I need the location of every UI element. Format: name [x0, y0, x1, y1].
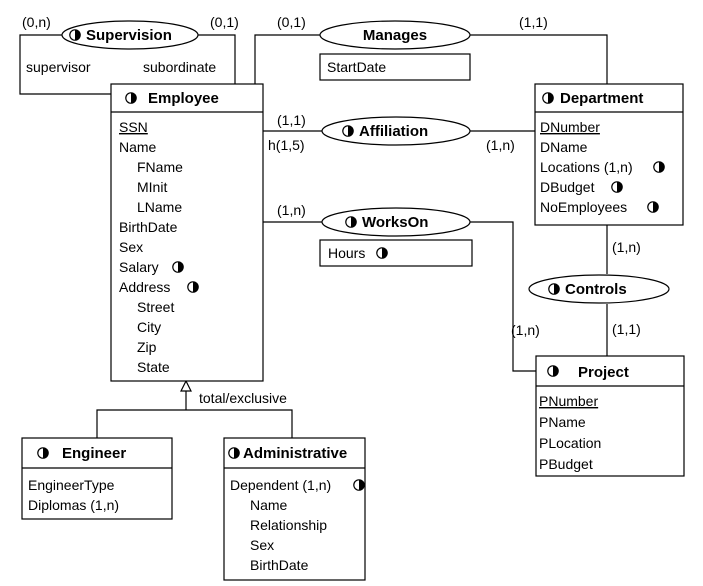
administrative-attr-birthdate: BirthDate [250, 557, 309, 573]
card-workson-employee: (1,n) [277, 202, 306, 218]
manages-link-department [470, 34, 608, 84]
employee-attr-zip: Zip [137, 339, 157, 355]
supervision-relationship[interactable]: Supervision [61, 20, 199, 50]
half-circle-temporal-icon [547, 365, 559, 377]
card-supervision-right: (0,1) [210, 14, 239, 30]
department-attr-dbudget: DBudget [540, 179, 595, 195]
project-attr-pname: PName [539, 414, 586, 430]
employee-entity[interactable]: Employee SSN Name FName MInit LName Birt… [110, 83, 264, 382]
card-controls-project: (1,1) [612, 321, 641, 337]
project-attr-pbudget: PBudget [539, 456, 593, 472]
half-circle-temporal-icon [548, 283, 560, 295]
generalization-label: total/exclusive [199, 390, 287, 406]
half-circle-temporal-icon [172, 261, 184, 273]
administrative-attr-relationship: Relationship [250, 517, 327, 533]
card-affiliation-employee-h: h(1,5) [268, 137, 305, 153]
employee-attr-sex: Sex [119, 239, 143, 255]
half-circle-temporal-icon [69, 29, 81, 41]
workson-link-project [470, 221, 536, 372]
startdate-attribute: StartDate [327, 59, 386, 75]
half-circle-temporal-icon [342, 125, 354, 137]
workson-attribute-box[interactable]: Hours [319, 239, 473, 267]
affiliation-label: Affiliation [359, 123, 428, 140]
half-circle-temporal-icon [542, 92, 554, 104]
employee-title: Employee [148, 90, 219, 107]
employee-attr-salary: Salary [119, 259, 159, 275]
card-workson-project: (1,n) [511, 322, 540, 338]
workson-relationship[interactable]: WorksOn [321, 207, 471, 237]
workson-label: WorksOn [362, 214, 428, 231]
half-circle-temporal-icon [653, 161, 665, 173]
employee-attr-city: City [137, 319, 161, 335]
manages-label: Manages [363, 27, 427, 44]
administrative-title: Administrative [243, 445, 347, 462]
half-circle-temporal-icon [647, 201, 659, 213]
department-attr-dname: DName [540, 139, 588, 155]
card-manages-employee: (0,1) [277, 14, 306, 30]
department-entity[interactable]: Department DNumber DName Locations (1,n)… [534, 83, 684, 226]
supervision-link-supervisor [19, 34, 111, 95]
project-title: Project [578, 364, 629, 381]
employee-attr-fname: FName [137, 159, 183, 175]
project-attr-plocation: PLocation [539, 435, 601, 451]
administrative-attr-sex: Sex [250, 537, 274, 553]
department-attr-dnumber: DNumber [540, 119, 600, 135]
half-circle-temporal-icon [187, 281, 199, 293]
controls-relationship[interactable]: Controls [528, 274, 670, 304]
card-controls-department: (1,n) [612, 239, 641, 255]
card-affiliation-department: (1,n) [486, 137, 515, 153]
engineer-entity[interactable]: Engineer EngineerType Diplomas (1,n) [21, 437, 173, 520]
employee-attr-ssn: SSN [119, 119, 148, 135]
employee-attr-birthdate: BirthDate [119, 219, 178, 235]
manages-relationship[interactable]: Manages [319, 20, 471, 50]
administrative-attr-dependent: Dependent (1,n) [230, 477, 331, 493]
half-circle-temporal-icon [376, 247, 388, 259]
half-circle-temporal-icon [125, 92, 137, 104]
generalization-arrow [180, 379, 192, 392]
employee-attr-state: State [137, 359, 170, 375]
engineer-attr-diplomas: Diplomas (1,n) [28, 497, 119, 513]
controls-label: Controls [565, 281, 627, 298]
hours-attribute: Hours [328, 245, 365, 261]
half-circle-temporal-icon [353, 479, 365, 491]
half-circle-temporal-icon [345, 216, 357, 228]
card-affiliation-employee: (1,1) [277, 112, 306, 128]
employee-attr-lname: LName [137, 199, 182, 215]
role-supervisor: supervisor [26, 59, 91, 75]
employee-attr-minit: MInit [137, 179, 167, 195]
department-title: Department [560, 90, 643, 107]
employee-attr-street: Street [137, 299, 174, 315]
department-attr-locations: Locations (1,n) [540, 159, 633, 175]
manages-link-employee [254, 34, 320, 84]
employee-attr-address: Address [119, 279, 170, 295]
engineer-attr-engineertype: EngineerType [28, 477, 115, 493]
half-circle-temporal-icon [611, 181, 623, 193]
engineer-title: Engineer [62, 445, 126, 462]
administrative-entity[interactable]: Administrative Dependent (1,n) Name Rela… [223, 437, 366, 581]
supervision-label: Supervision [86, 27, 172, 44]
half-circle-temporal-icon [228, 447, 240, 459]
project-attr-pnumber: PNumber [539, 393, 598, 409]
employee-attr-name: Name [119, 139, 157, 155]
department-attr-noemployees: NoEmployees [540, 199, 627, 215]
card-manages-department: (1,1) [519, 14, 548, 30]
role-subordinate: subordinate [143, 59, 216, 75]
supervision-link-subordinate [198, 34, 236, 84]
project-entity[interactable]: Project PNumber PName PLocation PBudget [535, 355, 685, 477]
administrative-attr-name: Name [250, 497, 288, 513]
half-circle-temporal-icon [37, 447, 49, 459]
manages-attribute-box[interactable]: StartDate [319, 53, 471, 81]
affiliation-relationship[interactable]: Affiliation [321, 116, 471, 146]
generalization-branches [96, 409, 293, 438]
card-supervision-left: (0,n) [22, 14, 51, 30]
